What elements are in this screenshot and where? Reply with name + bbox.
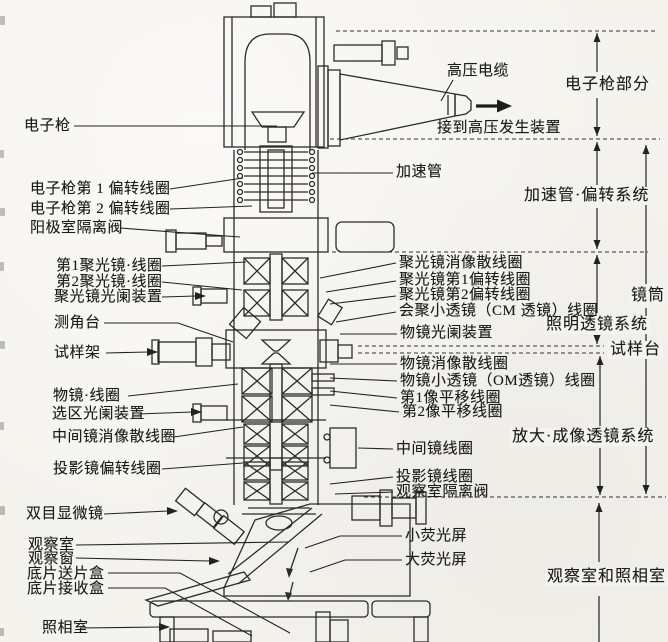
scan-artifact [0, 422, 4, 430]
section-magnifying-imaging-system: 放大·成像透镜系统 [510, 428, 657, 446]
label-objective-aperture: 物镜光阑装置 [400, 325, 494, 341]
label-cm-lens-coil: 会聚小透镜（CM 透镜）线圈 [399, 303, 599, 319]
label-anode-isolation-valve: 阳极室隔离阀 [30, 220, 124, 236]
label-gun-deflector-coil-2: 电子枪第 2 偏转线圈 [30, 201, 171, 217]
label-viewing-chamber: 观察室 [28, 537, 75, 553]
label-sa-aperture: 选区光阑装置 [52, 406, 146, 422]
section-arrows [596, 33, 647, 642]
label-condenser-deflector-coil-1: 聚光镜第1偏转线圈 [399, 272, 532, 288]
label-chamber-isolation-valve: 观察室隔离阀 [396, 484, 490, 500]
section-accelerator-deflection: 加速管·偏转系统 [522, 187, 652, 205]
label-to-hv-generator: 接到高压发生装置 [437, 120, 562, 136]
label-small-fluorescent-screen: 小荧光屏 [405, 528, 468, 544]
section-viewing-photo-chamber: 观察室和照相室 [545, 568, 668, 586]
scan-artifact [0, 341, 5, 349]
label-condenser-2-coil: 第2聚光镜·线圈 [56, 274, 163, 290]
label-film-feed-box: 底片送片盒 [27, 566, 105, 582]
label-projector-lens-coil: 投影镜线圈 [396, 469, 474, 485]
hv-output-arrow [476, 99, 512, 113]
column-body [144, 2, 472, 642]
label-camera-chamber: 照相室 [42, 620, 89, 636]
label-condenser-deflector-coil-2: 聚光镜第2偏转线圈 [399, 287, 532, 303]
section-arrowheads [593, 33, 650, 512]
label-hv-cable: 高压电缆 [447, 63, 510, 79]
label-film-receive-box: 底片接收盒 [27, 581, 105, 597]
section-illumination-lens-system: 照明透镜系统 [544, 316, 651, 334]
label-om-lens-coil: 物镜小透镜（OM透镜）线圈 [400, 373, 596, 389]
section-boundaries [330, 30, 666, 498]
label-projector-deflector-coil: 投影镜偏转线圈 [53, 461, 162, 477]
label-condenser-aperture: 聚光镜光阑装置 [54, 289, 163, 305]
scan-artifact [0, 150, 4, 158]
scan-artifact [0, 262, 4, 271]
label-accelerator-tube: 加速管 [396, 164, 443, 180]
leader-arrowheads [147, 292, 220, 631]
label-viewing-window: 观察窗 [28, 551, 75, 567]
label-image-shift-coil-2: 第2像平移线圈 [402, 404, 504, 420]
label-intermediate-stigmator-coil: 中间镜消像散线圈 [52, 429, 177, 445]
label-gun-deflector-coil-1: 电子枪第 1 偏转线圈 [30, 181, 171, 197]
label-condenser-1-coil: 第1聚光镜·线圈 [56, 258, 163, 274]
label-image-shift-coil-1: 第1像平移线圈 [400, 390, 502, 406]
label-binocular-microscope: 双目显微镜 [26, 506, 104, 522]
label-objective-stigmator-coil: 物镜消像散线圈 [400, 356, 509, 372]
scan-artifact [0, 208, 5, 216]
accelerator-fins [236, 148, 316, 204]
scan-artifact [0, 506, 5, 515]
label-intermediate-lens-coil: 中间镜线圈 [396, 441, 474, 457]
section-electron-gun: 电子枪部分 [563, 76, 653, 94]
label-goniometer: 测角台 [54, 315, 101, 331]
label-electron-gun: 电子枪 [24, 118, 71, 134]
scan-artifact [0, 628, 4, 636]
chamber-arrowheads [285, 568, 293, 601]
section-column: 镜筒 [629, 287, 668, 305]
section-specimen-stage: 试样台 [608, 341, 664, 359]
label-large-fluorescent-screen: 大荧光屏 [405, 552, 468, 568]
label-objective-coil: 物镜·线圈 [53, 388, 121, 404]
scan-artifact [0, 16, 5, 25]
label-condenser-stigmator-coil: 聚光镜消像散线圈 [399, 255, 524, 271]
leader-lines [74, 79, 454, 637]
label-specimen-holder: 试样架 [54, 345, 101, 361]
